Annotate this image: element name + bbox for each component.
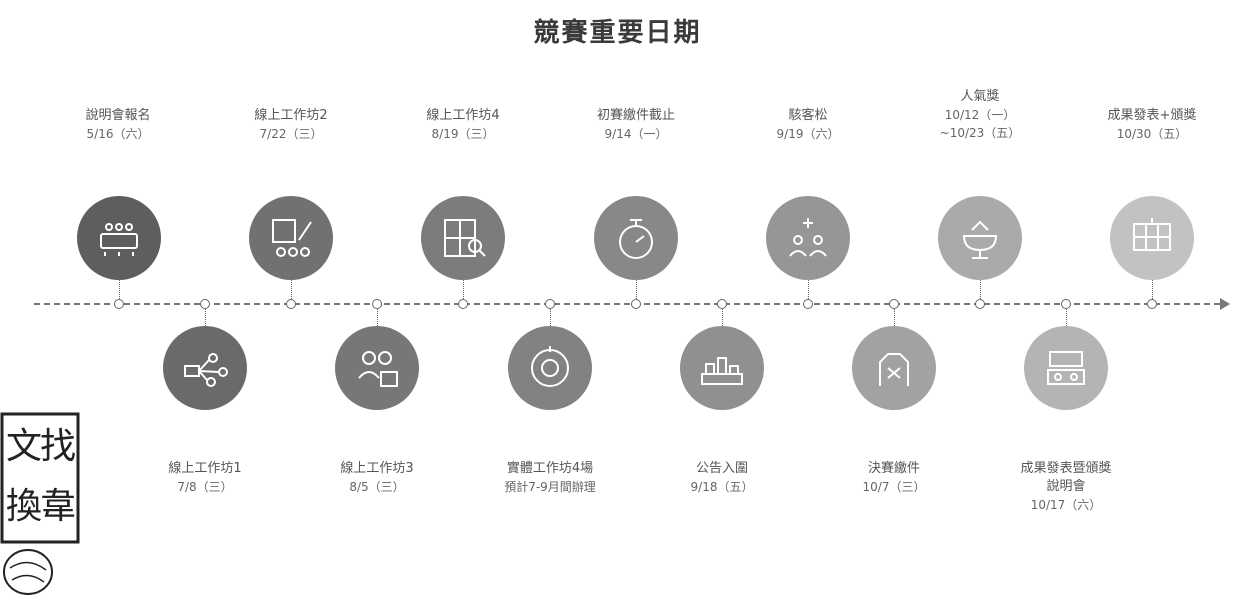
connector xyxy=(1152,280,1153,299)
blueprint-icon xyxy=(421,196,505,280)
event-name: 線上工作坊4 xyxy=(426,108,500,123)
event-date: 預計7-9月間辦理 xyxy=(504,480,596,494)
award-icon xyxy=(938,196,1022,280)
page-title: 競賽重要日期 xyxy=(533,18,702,48)
svg-text:換: 換 xyxy=(6,486,42,527)
presentation-icon xyxy=(1110,196,1194,280)
timeline-node xyxy=(114,299,124,309)
event-name: 公告入圍 xyxy=(695,461,748,476)
timeline-node xyxy=(286,299,296,309)
connector xyxy=(808,280,809,299)
event-date: 10/12（一） xyxy=(944,108,1016,122)
timeline-node xyxy=(200,299,210,309)
event-name: 人氣獎 xyxy=(960,89,1000,104)
event-name-line2: 說明會 xyxy=(1046,479,1086,494)
timeline-node xyxy=(1147,299,1157,309)
svg-text:文: 文 xyxy=(6,426,42,467)
timeline-node xyxy=(372,299,382,309)
connector xyxy=(463,280,464,299)
connector xyxy=(377,309,378,326)
event-name: 線上工作坊2 xyxy=(254,108,328,123)
event-date: 10/30（五） xyxy=(1116,127,1188,141)
event-date: 9/19（六） xyxy=(776,127,840,141)
timeline-node xyxy=(458,299,468,309)
event-name: 初賽繳件截止 xyxy=(596,108,675,123)
network-icon xyxy=(163,326,247,410)
event-name: 實體工作坊4場 xyxy=(506,461,594,476)
event-date: 10/17（六） xyxy=(1030,498,1102,512)
connector xyxy=(119,280,120,299)
timeline-node xyxy=(1061,299,1071,309)
timer-icon xyxy=(594,196,678,280)
event-name: 成果發表暨頒獎 xyxy=(1020,461,1112,476)
event-date: 10/7（三） xyxy=(862,480,926,494)
connector xyxy=(205,309,206,326)
event-date: 8/19（三） xyxy=(431,127,495,141)
timeline-axis xyxy=(34,303,1220,305)
connector xyxy=(722,309,723,326)
research-icon xyxy=(335,326,419,410)
timeline-node xyxy=(975,299,985,309)
event-date: 5/16（六） xyxy=(86,127,150,141)
design-tools-icon xyxy=(249,196,333,280)
event-name: 決賽繳件 xyxy=(867,461,920,476)
event-date: 9/14（一） xyxy=(604,127,668,141)
event-name: 說明會報名 xyxy=(85,108,151,123)
submission-icon xyxy=(852,326,936,410)
timeline-node xyxy=(717,299,727,309)
event-date: 7/8（三） xyxy=(177,480,233,494)
timeline-node xyxy=(803,299,813,309)
event-date: 7/22（三） xyxy=(259,127,323,141)
event-name: 成果發表+頒獎 xyxy=(1107,108,1197,123)
event-date-end: ~10/23（五） xyxy=(939,126,1021,140)
event-date: 9/18（五） xyxy=(690,480,754,494)
announcement-icon xyxy=(680,326,764,410)
timeline-node xyxy=(631,299,641,309)
event-name: 線上工作坊1 xyxy=(168,461,242,476)
workshop-icon xyxy=(508,326,592,410)
event-name: 線上工作坊3 xyxy=(340,461,414,476)
timeline-node xyxy=(545,299,555,309)
timeline-arrow xyxy=(1220,298,1230,310)
connector xyxy=(291,280,292,299)
team-icon xyxy=(766,196,850,280)
svg-text:韋: 韋 xyxy=(40,486,76,527)
seal-stamp: 文 找 換 韋 xyxy=(0,408,84,598)
connector xyxy=(636,280,637,299)
svg-text:找: 找 xyxy=(40,426,76,467)
event-date: 8/5（三） xyxy=(349,480,405,494)
connector xyxy=(980,280,981,299)
connector xyxy=(550,309,551,326)
timeline-node xyxy=(889,299,899,309)
connector xyxy=(894,309,895,326)
connector xyxy=(1066,309,1067,326)
event-name: 駭客松 xyxy=(788,108,828,123)
venue-icon xyxy=(1024,326,1108,410)
meeting-icon xyxy=(77,196,161,280)
